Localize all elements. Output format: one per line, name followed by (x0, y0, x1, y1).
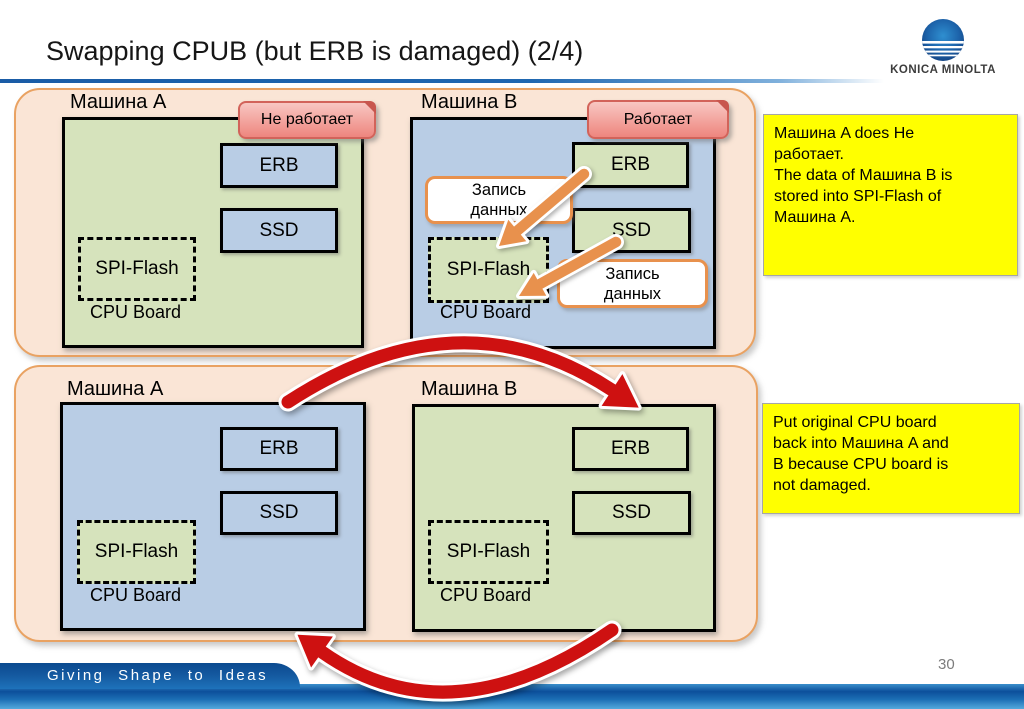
machine-b-top-label: Машина B (421, 91, 518, 113)
machine-a-top-cpu-board-label: CPU Board (90, 302, 182, 322)
machine-a-bottom-cpu-board-label: CPU Board (90, 585, 182, 605)
write-data-callout-erb: Запись данных (425, 176, 573, 224)
globe-icon (922, 19, 964, 61)
page-title: Swapping CPUB (but ERB is damaged) (2/4) (46, 36, 584, 66)
write-data-line2: данных (470, 201, 528, 219)
machine-b-top-spi-flash: SPI-Flash (428, 237, 549, 303)
machine-a-bottom-erb: ERB (220, 427, 338, 471)
logo-brand-text: KONICA MINOLTA (890, 64, 996, 76)
note-line: not damaged. (773, 477, 871, 494)
note-bottom: Put original CPU board back into Машина … (762, 403, 1020, 514)
note-line: The data of Машина B is (774, 167, 953, 184)
machine-b-status-callout: Работает (587, 100, 729, 139)
page-number: 30 (938, 656, 955, 673)
machine-a-top-label: Машина A (70, 91, 167, 113)
status-working-text: Работает (623, 110, 693, 128)
machine-b-bottom-ssd: SSD (572, 491, 691, 535)
machine-b-top-erb: ERB (572, 142, 689, 188)
machine-b-bottom-erb: ERB (572, 427, 689, 471)
note-line: работает. (774, 146, 844, 163)
note-line: Put original CPU board (773, 414, 937, 431)
status-not-working-text: Не работает (260, 111, 354, 128)
note-line: Машина A does Не (774, 125, 915, 142)
footer-tagline: Giving Shape to Ideas (47, 667, 269, 684)
machine-a-top-ssd: SSD (220, 208, 338, 253)
footer-tab (0, 663, 300, 689)
machine-a-bottom-spi-flash: SPI-Flash (77, 520, 196, 584)
machine-a-status-callout: Не работает (238, 101, 376, 139)
machine-b-bottom-spi-flash: SPI-Flash (428, 520, 549, 584)
machine-a-bottom-ssd: SSD (220, 491, 338, 535)
write-data-line1: Запись (605, 264, 660, 283)
machine-b-bottom-cpu-board-label: CPU Board (440, 585, 532, 605)
note-line: back into Машина A and (773, 435, 949, 452)
note-line: Машина A. (774, 209, 856, 226)
write-data-callout-ssd: Запись данных (557, 259, 708, 308)
title-underline (0, 79, 884, 83)
machine-b-top-cpu-board-label: CPU Board (440, 302, 532, 322)
note-line: B because CPU board is (773, 456, 949, 473)
write-data-line2: данных (603, 284, 662, 303)
machine-b-top-ssd: SSD (572, 208, 691, 253)
note-top: Машина A does Не работает. The data of М… (763, 114, 1018, 276)
machine-a-bottom-label: Машина A (67, 378, 164, 400)
note-line: stored into SPI-Flash of (774, 188, 942, 205)
machine-a-top-erb: ERB (220, 143, 338, 188)
machine-a-top-spi-flash: SPI-Flash (78, 237, 196, 301)
write-data-line1: Запись (471, 181, 527, 199)
machine-b-bottom-label: Машина B (421, 378, 518, 400)
